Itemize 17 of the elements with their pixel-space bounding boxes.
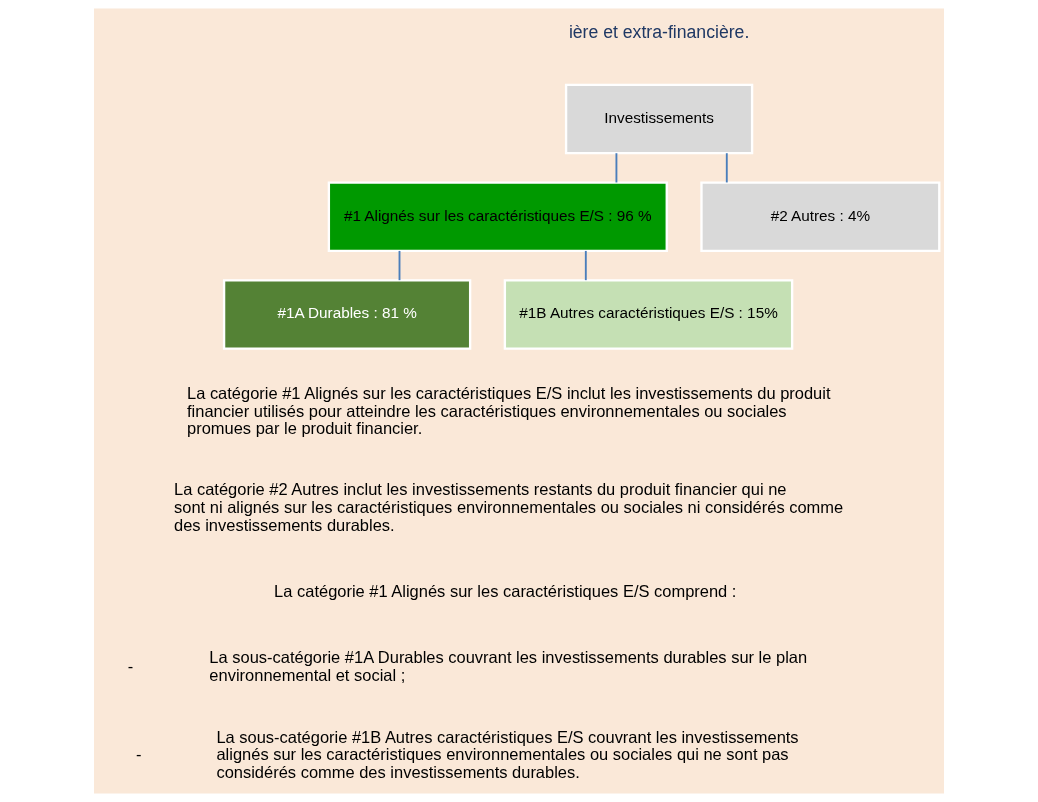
label: La catégorie #1 Alignés sur les caractéristiques E/S inclut les investissements du produit financier utilisés pour atteindre les caractéristiques environnementales ou sociales promues par le produit financier. (187, 383, 831, 438)
connector (615, 152, 618, 184)
connector (725, 152, 728, 184)
node-box: #2 Autres : 4% (700, 181, 941, 253)
connector (584, 250, 587, 282)
label: La catégorie #2 Autres inclut les investissements restants du produit financier qui ne sont ni alignés sur les caractéristiques environnementales ou sociales ni considérés comme des investissements durables. (174, 480, 844, 534)
label: La catégorie #1 Alignés sur les caractéristiques E/S comprend : (274, 582, 737, 601)
node-box: #1 Alignés sur les caractéristiques E/S : 96 % (327, 181, 668, 253)
label: - (135, 744, 142, 763)
label: La sous-catégorie #1B Autres caractéristiques E/S couvrant les investissements alignés sur les caractéristiques environnementales ou sociales qui ne sont pas considérés comme des investissements durables. (216, 727, 799, 781)
node-box: Investissements (564, 83, 754, 155)
node-box: #1B Autres caractéristiques E/S : 15% (503, 279, 794, 350)
label: - (127, 657, 134, 676)
connector (398, 250, 401, 282)
label: ière et extra-financière. (568, 22, 750, 43)
label: La sous-catégorie #1A Durables couvrant les investissements durables sur le plan environnemental et social ; (209, 648, 808, 684)
node-box: #1A Durables : 81 % (222, 279, 472, 350)
